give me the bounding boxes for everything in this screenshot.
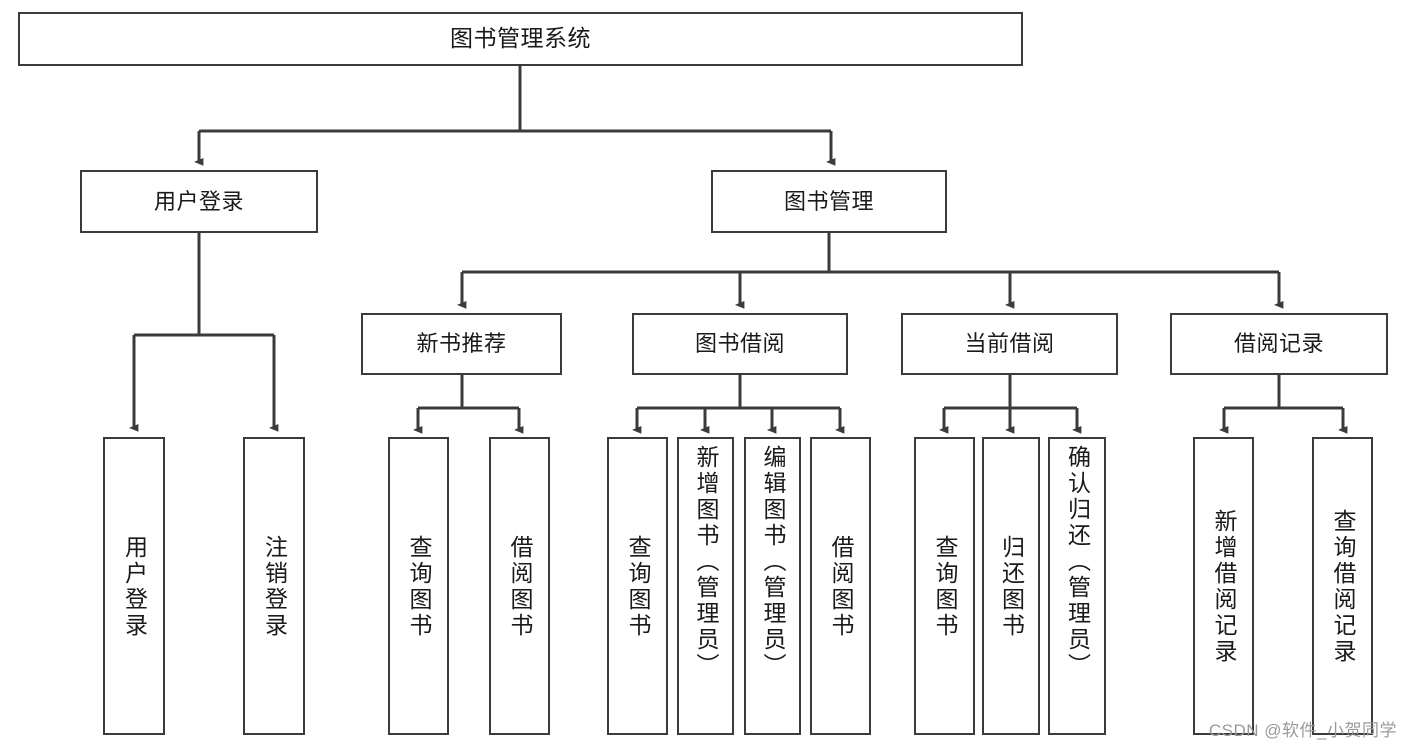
- leaf-add-borrow-record[interactable]: 新增借阅记录: [1193, 437, 1254, 735]
- node-label: 当前借阅: [964, 331, 1055, 357]
- node-label: 借阅图书: [507, 535, 533, 639]
- node-label: 用户登录: [153, 188, 244, 214]
- leaf-add-book-admin[interactable]: 新增图书（管理员）: [677, 437, 734, 735]
- leaf-logout[interactable]: 注销登录: [243, 437, 305, 735]
- node-label: 新书推荐: [416, 331, 507, 357]
- node-label: 图书管理系统: [450, 25, 591, 52]
- leaf-borrow-query-book[interactable]: 查询图书: [607, 437, 668, 735]
- node-label: 图书借阅: [694, 331, 785, 357]
- node-label: 查询图书: [932, 535, 958, 639]
- node-label: 新增借阅记录: [1211, 509, 1237, 665]
- leaf-edit-book-admin[interactable]: 编辑图书（管理员）: [744, 437, 801, 735]
- leaf-return-book[interactable]: 归还图书: [982, 437, 1040, 735]
- node-label: 编辑图书（管理员）: [760, 445, 786, 679]
- leaf-new-book-borrow[interactable]: 借阅图书: [489, 437, 550, 735]
- node-new-book-recommendation[interactable]: 新书推荐: [361, 313, 562, 375]
- node-label: 借阅记录: [1233, 331, 1324, 357]
- node-label: 借阅图书: [828, 535, 854, 639]
- node-label: 确认归还（管理员）: [1064, 445, 1091, 679]
- leaf-query-borrow-record[interactable]: 查询借阅记录: [1312, 437, 1373, 735]
- leaf-current-query-book[interactable]: 查询图书: [914, 437, 975, 735]
- node-borrow-records[interactable]: 借阅记录: [1170, 313, 1388, 375]
- node-label: 注销登录: [261, 535, 288, 639]
- node-label: 用户登录: [121, 535, 148, 639]
- node-label: 图书管理: [783, 188, 874, 214]
- leaf-borrow-book[interactable]: 借阅图书: [810, 437, 871, 735]
- node-current-borrowing[interactable]: 当前借阅: [901, 313, 1118, 375]
- node-label: 查询图书: [406, 535, 432, 639]
- node-book-borrowing[interactable]: 图书借阅: [632, 313, 848, 375]
- leaf-confirm-return-admin[interactable]: 确认归还（管理员）: [1048, 437, 1106, 735]
- node-label: 查询借阅记录: [1330, 509, 1356, 665]
- leaf-user-login[interactable]: 用户登录: [103, 437, 165, 735]
- node-user-login[interactable]: 用户登录: [80, 170, 318, 233]
- node-label: 查询图书: [625, 535, 651, 639]
- leaf-new-book-query[interactable]: 查询图书: [388, 437, 449, 735]
- node-label: 新增图书（管理员）: [693, 445, 719, 679]
- node-book-management[interactable]: 图书管理: [711, 170, 947, 233]
- node-root-book-management-system[interactable]: 图书管理系统: [18, 12, 1023, 66]
- node-label: 归还图书: [998, 535, 1025, 639]
